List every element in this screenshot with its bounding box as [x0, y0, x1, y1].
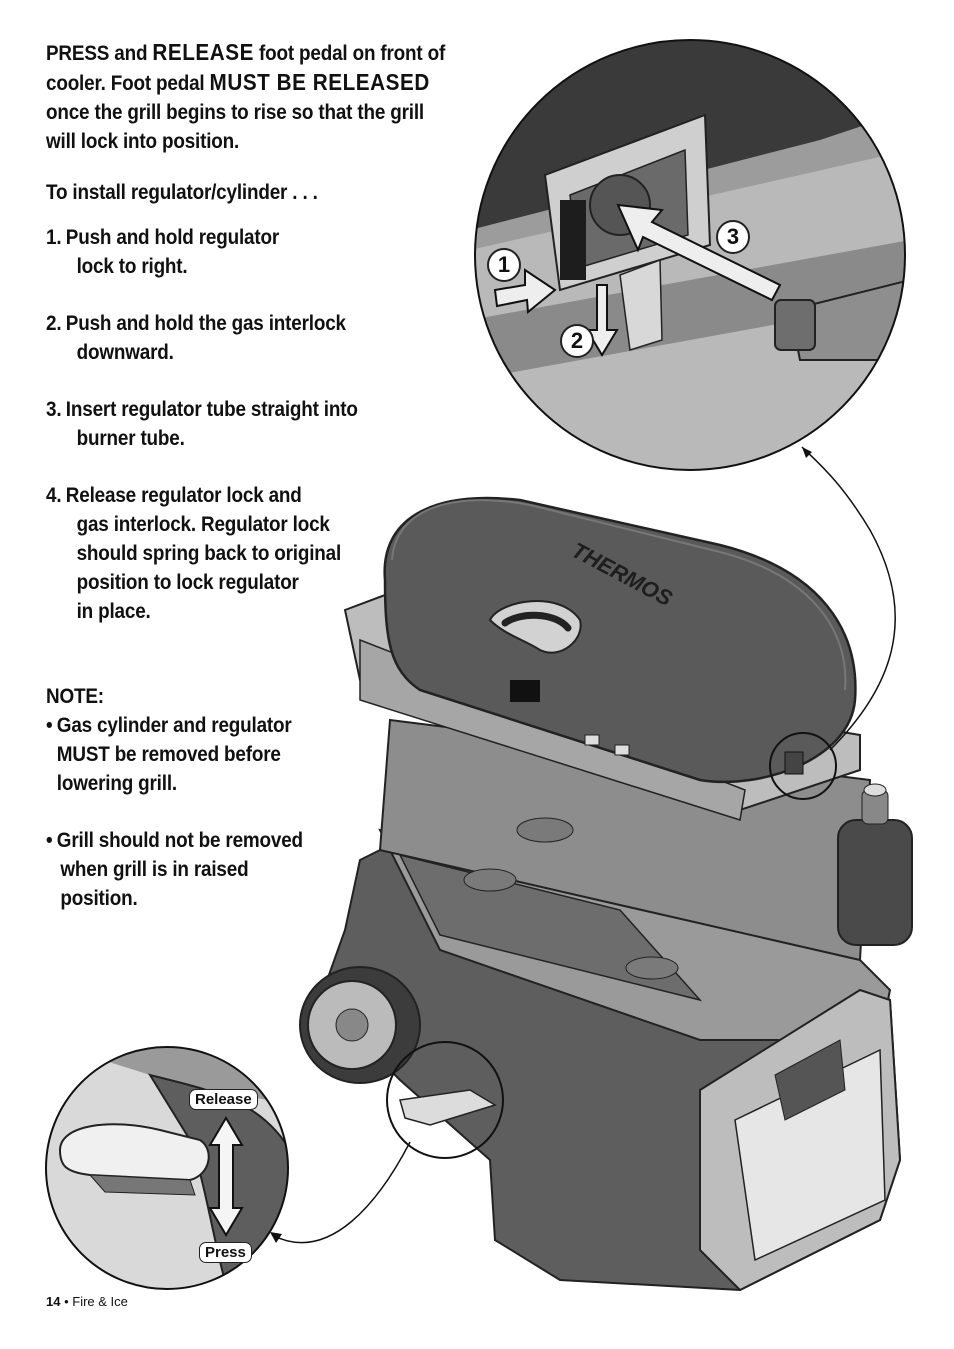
intro-text: cooler. Foot pedal — [46, 72, 210, 95]
instructions-text: PRESS and RELEASE foot pedal on front of… — [46, 38, 478, 913]
intro-text: will lock into position. — [46, 130, 240, 153]
release-label: Release — [189, 1089, 258, 1110]
intro-paragraph: PRESS and RELEASE foot pedal on front of… — [46, 38, 478, 156]
install-heading: To install regulator/cylinder . . . — [46, 181, 318, 204]
page-number: 14 — [46, 1294, 61, 1309]
intro-text: PRESS and — [46, 42, 153, 65]
callout-3: 3 — [716, 220, 750, 254]
note-bullet-2: • Grill should not be removed when grill… — [46, 829, 303, 910]
release-emphasis: RELEASE — [152, 39, 254, 65]
intro-text: foot pedal on front of — [253, 42, 446, 65]
pedal-detail-inset — [46, 1047, 288, 1289]
callout-1: 1 — [487, 248, 521, 282]
gas-cylinder — [837, 783, 913, 946]
note-bullet-1: • Gas cylinder and regulator MUST be rem… — [46, 714, 292, 795]
wheel — [299, 966, 421, 1084]
regulator-detail-inset — [475, 40, 905, 470]
callout-2: 2 — [560, 324, 594, 358]
step-4: 4. Release regulator lock and gas interl… — [46, 484, 342, 623]
footer-separator: • — [60, 1294, 73, 1309]
doc-title: Fire & Ice — [72, 1294, 128, 1309]
grill-lid: THERMOS — [383, 496, 857, 784]
intro-text: once the grill begins to rise so that th… — [46, 101, 424, 124]
must-be-released-emphasis: MUST BE RELEASED — [209, 69, 430, 95]
note-heading: NOTE: — [46, 685, 104, 708]
page-footer: 14 • Fire & Ice — [46, 1294, 128, 1309]
foot-pedal — [399, 1089, 497, 1126]
press-label: Press — [199, 1242, 252, 1263]
